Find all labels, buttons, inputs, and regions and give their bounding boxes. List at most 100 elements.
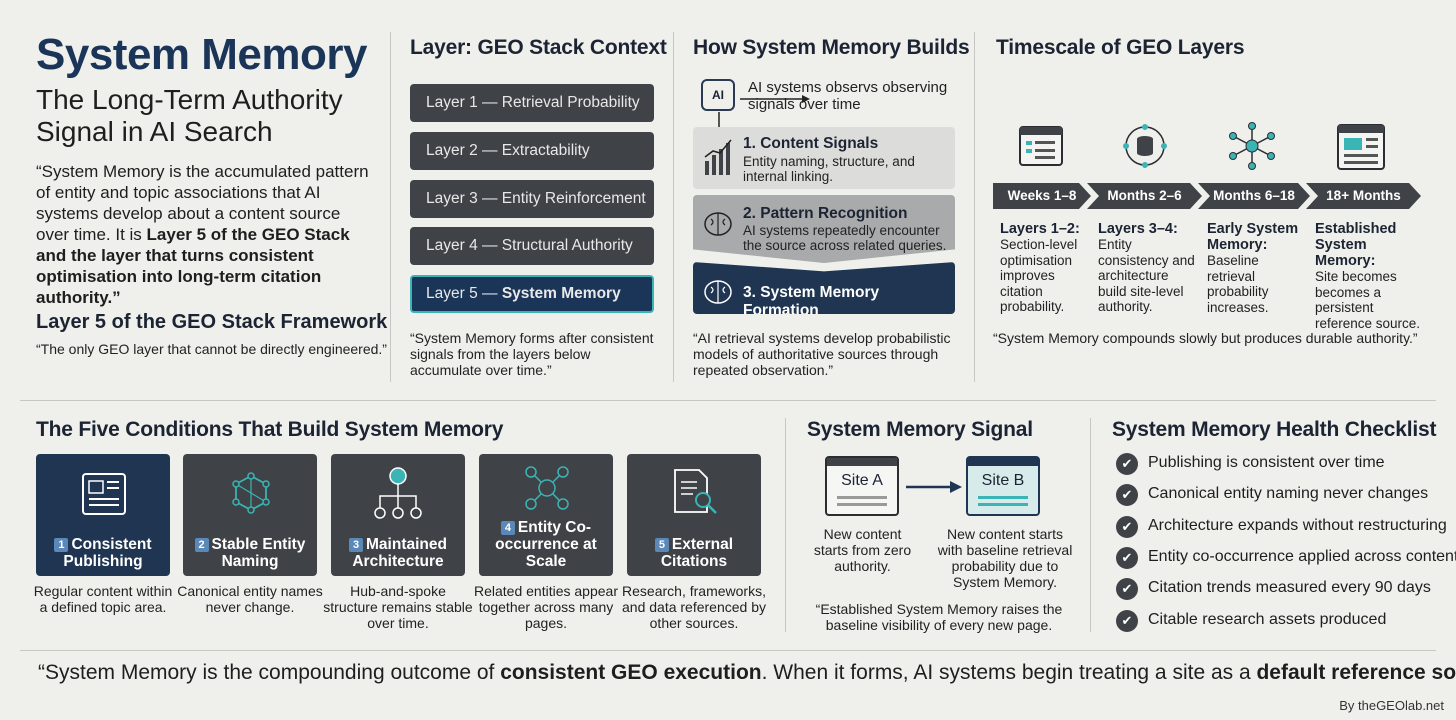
timescale-col-1: Layers 1–2:Section-level optimisation im… (1000, 221, 1090, 315)
layer-3: Layer 3 — Entity Reinforcement (410, 180, 654, 218)
step-2-desc: AI systems repeatedly encounter the sour… (743, 223, 947, 253)
layer-4: Layer 4 — Structural Authority (410, 227, 654, 265)
quote-bold: consistent GEO execution (500, 661, 762, 684)
site-b-window: Site B (966, 456, 1040, 516)
bottom-quote: “System Memory is the compounding outcom… (38, 661, 1456, 685)
timescale-col-4: Established System Memory:Site becomes b… (1315, 221, 1430, 331)
page-subtitle: The Long-Term Authority Signal in AI Sea… (36, 84, 343, 147)
credit-link[interactable]: By theGEOlab.net (1339, 698, 1444, 713)
checklist-text: Citable research assets produced (1148, 611, 1387, 628)
definition-bold: Layer 5 of the GEO Stack and the layer t… (36, 225, 350, 307)
layer-1: Layer 1 — Retrieval Probability (410, 84, 654, 122)
condition-number: 4 (500, 521, 515, 535)
arrow-right-icon (740, 95, 810, 103)
phase-18-plus-months: 18+ Months (1306, 183, 1421, 209)
checklist-title: System Memory Health Checklist (1112, 418, 1437, 441)
checklist-text: Canonical entity naming never changes (1148, 485, 1429, 502)
col-body: Site becomes becomes a persistent refere… (1315, 269, 1421, 331)
condition-3-desc: Hub-and-spoke structure remains stable o… (323, 583, 473, 631)
framework-title: Layer 5 of the GEO Stack Framework (36, 311, 388, 333)
check-icon: ✔ (1116, 453, 1138, 475)
check-icon: ✔ (1116, 578, 1138, 600)
condition-number: 3 (349, 538, 364, 552)
condition-label: Consistent Publishing (63, 536, 152, 570)
check-icon: ✔ (1116, 610, 1138, 632)
layer-5-prefix: Layer 5 — (426, 285, 502, 302)
condition-5-desc: Research, frameworks, and data reference… (622, 583, 766, 631)
condition-label: Maintained Architecture (352, 536, 447, 570)
network-hub-icon (1229, 122, 1275, 170)
condition-number: 5 (654, 538, 669, 552)
brain-icon (704, 212, 732, 236)
definition-text: “System Memory is the accumulated patter… (36, 161, 376, 308)
condition-label: Stable Entity Naming (211, 536, 306, 570)
database-cycle-icon (1123, 124, 1167, 168)
hierarchy-icon (374, 467, 422, 519)
people-network-icon (525, 466, 569, 510)
layer-2: Layer 2 — Extractability (410, 132, 654, 170)
step-content-signals: 1. Content Signals Entity naming, struct… (693, 127, 955, 189)
col-body: Entity consistency and architecture buil… (1098, 237, 1195, 314)
site-b-desc: New content starts with baseline retriev… (937, 526, 1073, 590)
checklist-text: Entity co-occurrence applied across cont… (1148, 548, 1456, 565)
step-1-desc: Entity naming, structure, and internal l… (743, 154, 915, 184)
stack-title: Layer: GEO Stack Context (410, 36, 667, 59)
quote-part: . When it forms, AI systems begin treati… (761, 661, 1257, 684)
quote-part: “System Memory is the compounding outcom… (38, 661, 501, 684)
timescale-col-2: Layers 3–4:Entity consistency and archit… (1098, 221, 1198, 315)
signal-title: System Memory Signal (807, 418, 1033, 441)
check-icon: ✔ (1116, 484, 1138, 506)
phase-weeks-1-8: Weeks 1–8 (993, 183, 1091, 209)
ai-chip-icon: AI (701, 79, 735, 111)
step-3-title: 3. System Memory Formation (743, 284, 880, 319)
signal-quote: “Established System Memory raises the ba… (815, 601, 1063, 633)
builds-title: How System Memory Builds (693, 36, 970, 59)
phase-months-6-18: Months 6–18 (1198, 183, 1310, 209)
site-b-label: Site B (981, 472, 1025, 489)
condition-number: 2 (194, 538, 209, 552)
check-icon: ✔ (1116, 516, 1138, 538)
site-a-window: Site A (825, 456, 899, 516)
framework-quote: “The only GEO layer that cannot be direc… (36, 341, 387, 357)
stack-quote: “System Memory forms after consistent si… (410, 330, 654, 378)
col-heading: Layers 1–2: (1000, 221, 1080, 237)
page-title: System Memory (36, 30, 367, 79)
newspaper-icon (82, 473, 126, 515)
col-body: Section-level optimisation improves cita… (1000, 237, 1078, 314)
step-system-memory-formation: 3. System Memory Formation (693, 262, 955, 314)
condition-number: 1 (54, 538, 69, 552)
timescale-col-3: Early System Memory:Baseline retrieval p… (1207, 221, 1302, 315)
timescale-title: Timescale of GEO Layers (996, 36, 1245, 59)
checklist-text: Architecture expands without restructuri… (1148, 517, 1447, 534)
document-search-icon (674, 469, 717, 514)
site-a-desc: New content starts from zero authority. (813, 526, 912, 574)
arrow-right-icon (906, 481, 962, 493)
definition-part: “System Memory is the accumulated patter… (36, 162, 369, 244)
checklist-text: Citation trends measured every 90 days (1148, 579, 1431, 596)
col-heading: Established System Memory: (1315, 221, 1397, 269)
step-pattern-recognition: 2. Pattern Recognition AI systems repeat… (693, 195, 955, 263)
phase-months-2-6: Months 2–6 (1087, 183, 1202, 209)
check-icon: ✔ (1116, 547, 1138, 569)
brain-icon (704, 280, 732, 304)
ai-chip-label: AI (712, 88, 724, 102)
col-heading: Layers 3–4: (1098, 221, 1178, 237)
condition-1-desc: Regular content within a defined topic a… (33, 583, 173, 615)
growth-chart-icon (704, 139, 732, 175)
col-body: Baseline retrieval probability increases… (1207, 253, 1269, 315)
condition-2-desc: Canonical entity names never change. (177, 583, 323, 615)
dashboard-icon (1337, 124, 1385, 170)
browser-window-icon (1019, 126, 1063, 166)
cube-network-icon (232, 472, 270, 514)
checklist-text: Publishing is consistent over time (1148, 454, 1385, 471)
layer-5-active: Layer 5 — System Memory (410, 275, 654, 313)
condition-4-desc: Related entities appear together across … (474, 583, 618, 631)
